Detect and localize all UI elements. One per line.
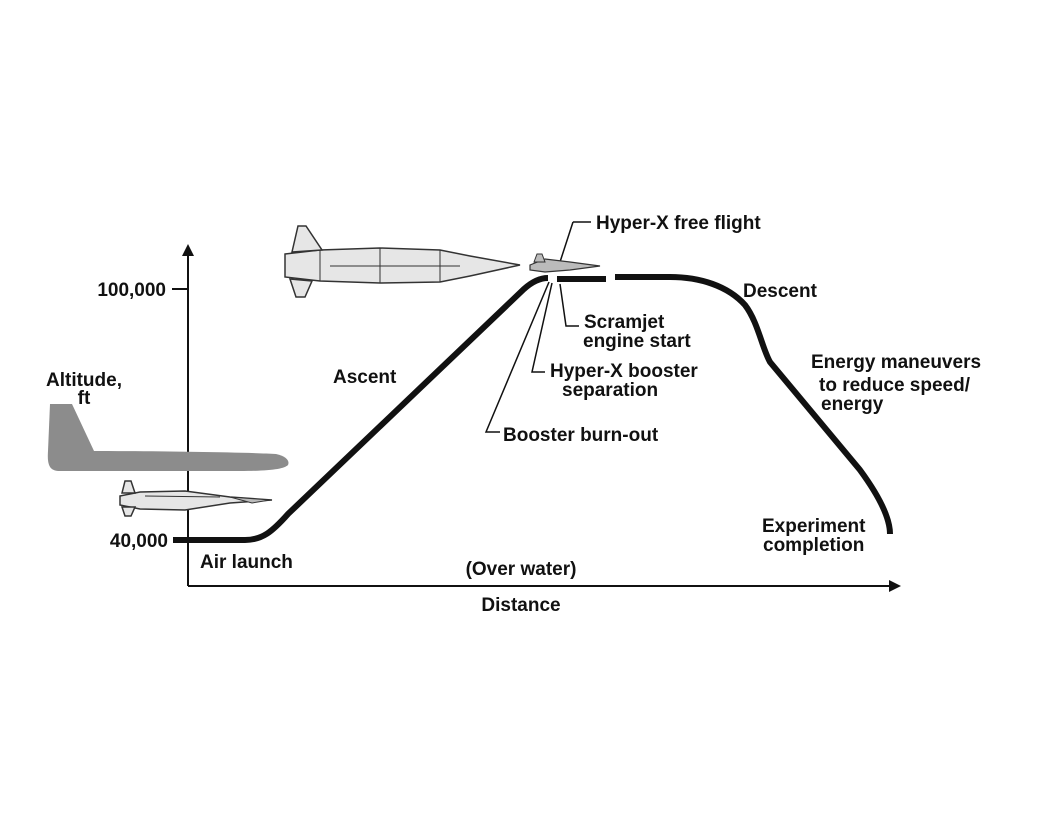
- boosted-vehicle-icon: [284, 225, 521, 298]
- y-tick-label-40000: 40,000: [110, 531, 168, 552]
- carrier-aircraft-icon: [47, 404, 289, 471]
- hyper-x-vehicle-icon: [529, 253, 601, 273]
- label-scramjet-line1: Scramjet: [584, 312, 665, 333]
- x-axis-label: Distance: [481, 595, 560, 616]
- label-air-launch: Air launch: [200, 552, 293, 573]
- trajectory-ascent: [173, 275, 549, 543]
- label-scramjet-line2: engine start: [583, 331, 691, 352]
- label-ascent: Ascent: [333, 367, 397, 388]
- leader-free-flight-diag: [559, 221, 574, 263]
- y-axis-label-line1: Altitude,: [46, 370, 122, 391]
- trajectory-descent: [615, 274, 893, 535]
- y-axis-label-line2: ft: [78, 388, 91, 409]
- label-energy-line1: Energy maneuvers: [811, 352, 981, 373]
- label-energy-line2: to reduce speed/: [819, 375, 971, 396]
- label-descent: Descent: [743, 281, 818, 302]
- label-free-flight: Hyper-X free flight: [596, 213, 761, 234]
- leader-separation: [531, 282, 553, 373]
- label-booster-burnout: Booster burn-out: [503, 425, 659, 446]
- label-separation-line2: separation: [562, 380, 658, 401]
- label-energy-line3: energy: [821, 394, 884, 415]
- y-tick-label-100000: 100,000: [97, 280, 166, 301]
- x-axis-note: (Over water): [466, 559, 577, 580]
- leader-burnout: [484, 281, 550, 433]
- leader-scramjet: [559, 283, 579, 327]
- label-completion-line1: Experiment: [762, 516, 866, 537]
- label-separation-line1: Hyper-X booster: [550, 361, 698, 382]
- label-completion-line2: completion: [763, 535, 864, 556]
- launch-vehicle-icon: [119, 480, 273, 517]
